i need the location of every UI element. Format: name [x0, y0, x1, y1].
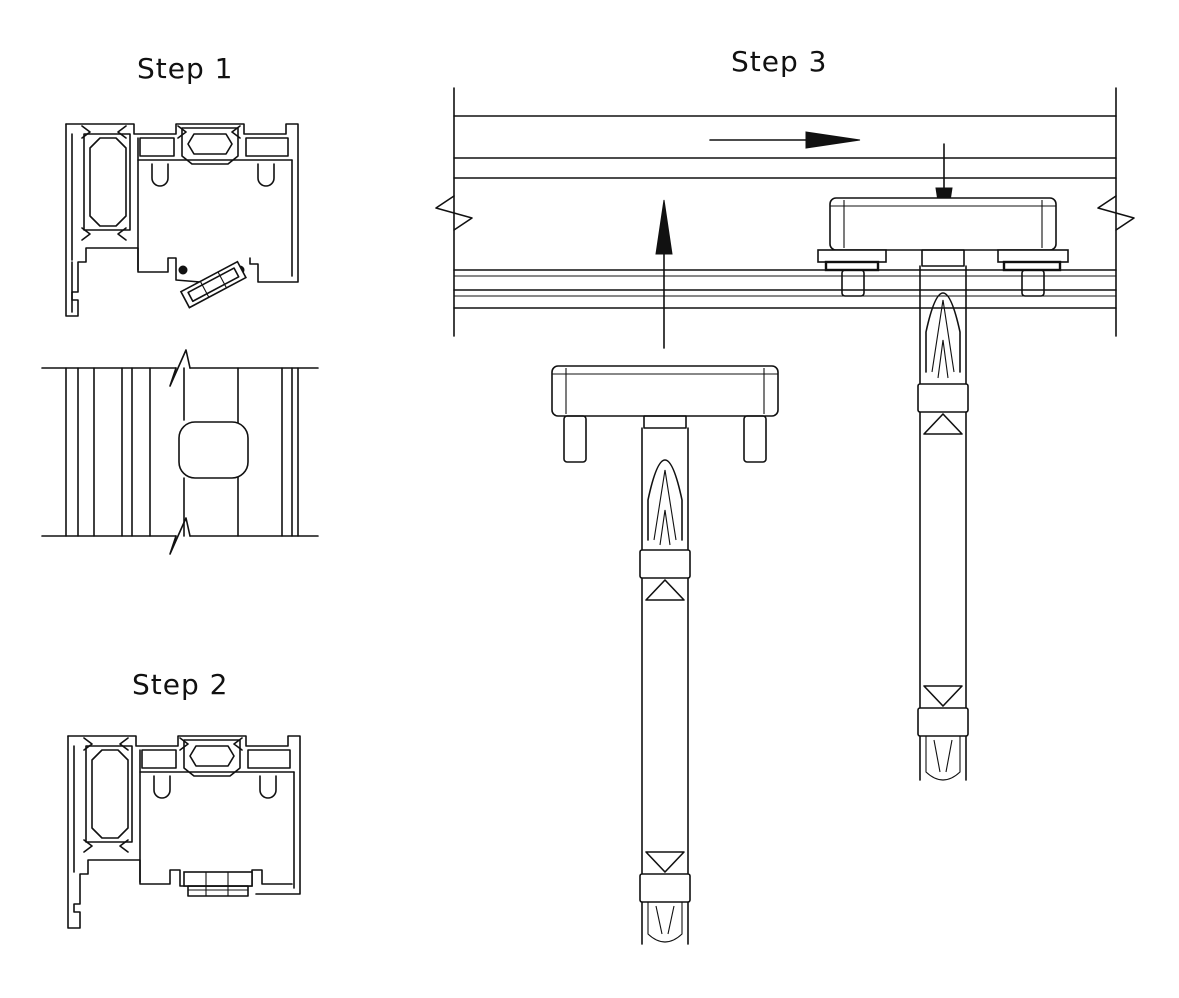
step-2-label: Step 2	[132, 668, 229, 701]
left-roller-assembly	[551, 365, 779, 945]
step-1-profile-section	[65, 123, 299, 317]
up-arrow	[655, 199, 673, 349]
step-1-plan-view	[41, 349, 319, 555]
step-2-profile-section	[67, 735, 301, 929]
step-1-label: Step 1	[137, 52, 234, 85]
step-3-label: Step 3	[731, 45, 828, 78]
right-roller-assembly	[817, 197, 1069, 781]
step-3-track	[435, 87, 1135, 337]
